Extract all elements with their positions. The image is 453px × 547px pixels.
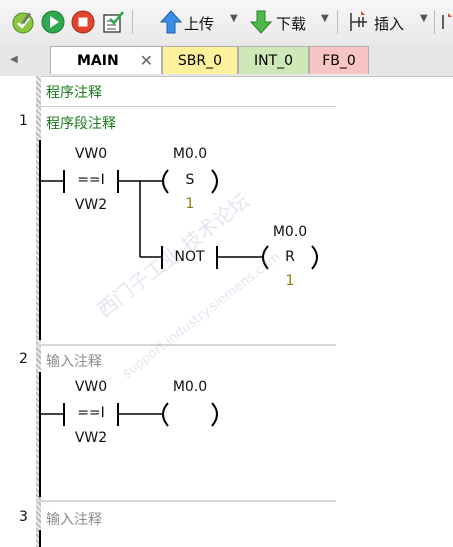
- output-coil[interactable]: [162, 402, 218, 427]
- stop-icon[interactable]: [70, 9, 96, 35]
- not-label: NOT: [174, 249, 205, 265]
- toolbar-separator: [132, 10, 133, 34]
- network-comment[interactable]: 程序段注释: [46, 116, 116, 132]
- not-contact[interactable]: [161, 246, 262, 269]
- coil-address: M0.0: [272, 224, 308, 240]
- compare-operand-2: VW2: [74, 197, 108, 213]
- insert-label: 插入: [374, 15, 405, 33]
- compare-operand-1: VW0: [74, 379, 108, 395]
- compare-operator: ==I: [77, 172, 105, 188]
- checklist-icon[interactable]: [100, 9, 126, 35]
- editor-gutter: [36, 76, 41, 547]
- tab-fb-0[interactable]: FB_0: [309, 46, 369, 74]
- coil-symbol: S: [185, 172, 195, 188]
- reset-coil[interactable]: [262, 245, 318, 270]
- network-number: 3: [19, 509, 28, 525]
- compare-operand-1: VW0: [74, 146, 108, 162]
- toolbar-separator: [337, 10, 338, 34]
- tab-label: FB_0: [322, 53, 356, 69]
- compile-check-icon[interactable]: [10, 9, 36, 35]
- coil-count: 1: [185, 196, 195, 212]
- tab-label: SBR_0: [177, 53, 223, 69]
- download-dropdown-icon[interactable]: ▼: [321, 13, 329, 24]
- upload-label: 上传: [184, 15, 215, 33]
- program-comment[interactable]: 程序注释: [46, 85, 102, 101]
- tab-scroll-left-icon[interactable]: ◀: [10, 54, 18, 65]
- network-number: 1: [19, 113, 28, 129]
- insert-dropdown-icon[interactable]: ▼: [420, 13, 428, 24]
- network-divider: [36, 500, 336, 502]
- download-label: 下载: [276, 15, 307, 33]
- toolbar-separator: [434, 10, 435, 34]
- coil-symbol: R: [285, 249, 295, 265]
- network-number: 2: [19, 351, 28, 367]
- download-arrow-icon: [249, 10, 273, 34]
- compare-operator: ==I: [77, 405, 105, 421]
- coil-count: 1: [285, 273, 295, 289]
- close-icon[interactable]: ✕: [139, 51, 153, 70]
- upload-dropdown-icon[interactable]: ▼: [230, 13, 238, 24]
- upload-arrow-icon: [159, 10, 183, 34]
- network-comment[interactable]: 输入注释: [46, 512, 102, 528]
- tab-bar: ◀ MAIN ✕ SBR_0 INT_0 FB_0: [0, 44, 453, 77]
- network-comment[interactable]: 输入注释: [46, 354, 102, 370]
- tab-main[interactable]: MAIN ✕: [50, 46, 162, 74]
- tab-sbr-0[interactable]: SBR_0: [162, 46, 238, 74]
- tab-label: INT_0: [253, 53, 294, 69]
- network-divider: [36, 344, 336, 346]
- tab-int-0[interactable]: INT_0: [238, 46, 309, 74]
- coil-address: M0.0: [172, 146, 208, 162]
- more-tools-icon[interactable]: [438, 9, 453, 35]
- network-number-column: [0, 76, 36, 547]
- run-icon[interactable]: [40, 9, 66, 35]
- compare-operand-2: VW2: [74, 430, 108, 446]
- toolbar: 上传 ▼ 下载 ▼ 插入 ▼: [0, 0, 453, 45]
- tab-main-label: MAIN: [77, 53, 119, 69]
- set-coil[interactable]: [162, 169, 218, 194]
- divider: [36, 106, 336, 107]
- compare-contact[interactable]: [40, 403, 162, 426]
- coil-address: M0.0: [172, 379, 208, 395]
- insert-network-icon: [350, 11, 367, 31]
